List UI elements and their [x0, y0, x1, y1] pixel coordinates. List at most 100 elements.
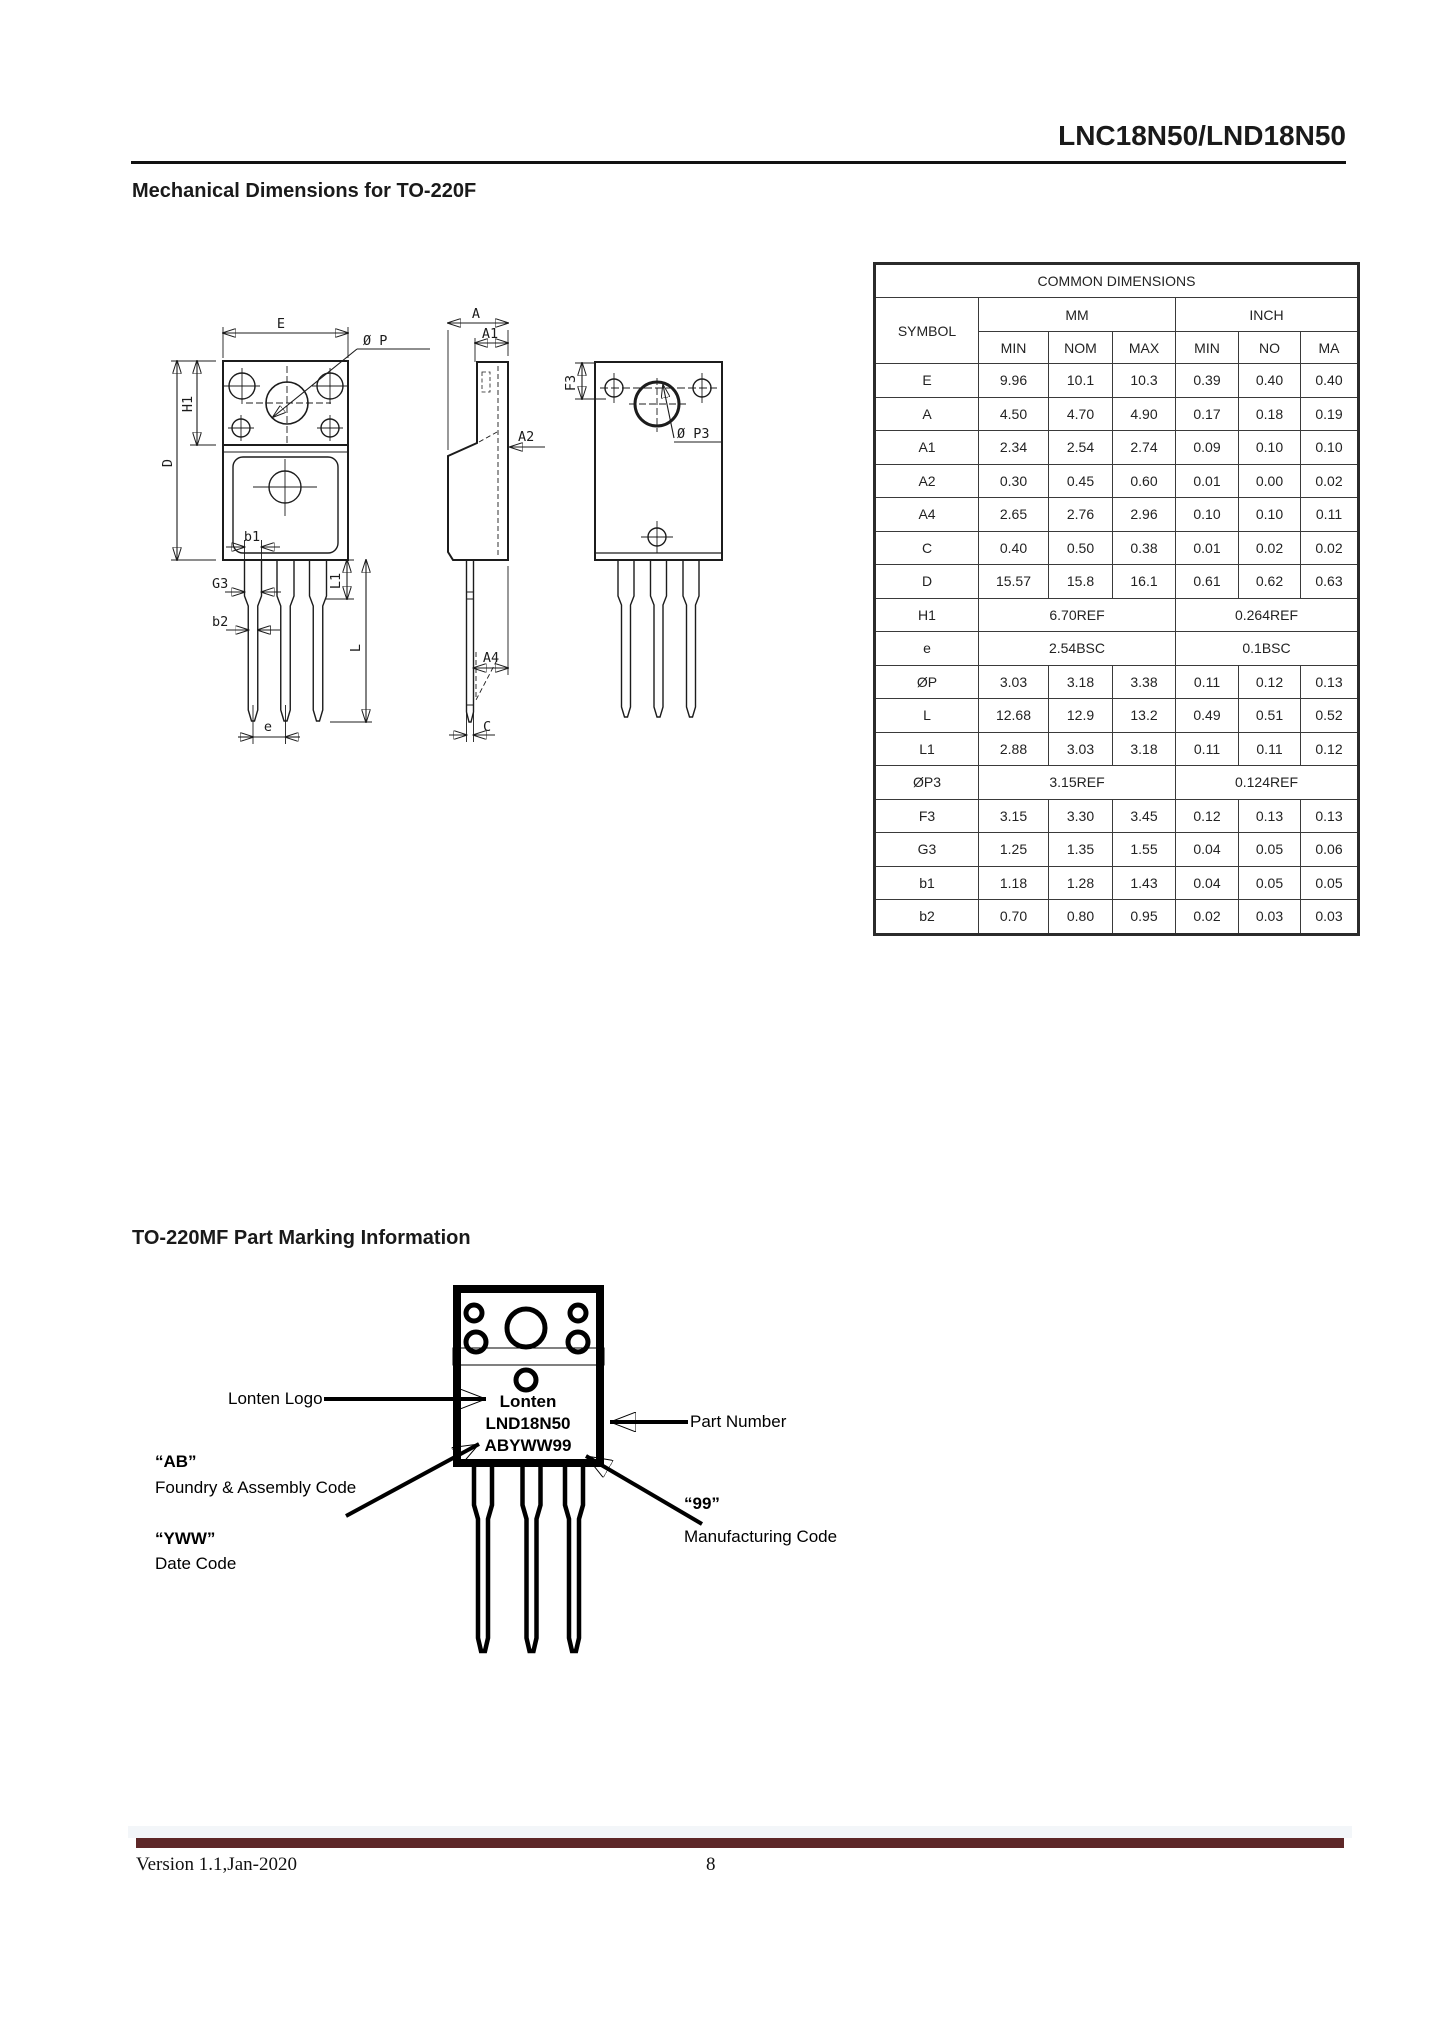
dim-cell: 0.11	[1175, 664, 1239, 699]
dim-cell: 0.02	[1300, 463, 1359, 498]
dim-cell: 0.19	[1300, 396, 1359, 431]
dim-label-diap: Ø P	[363, 333, 387, 349]
dim-cell: A2	[874, 463, 979, 498]
footer-bar	[136, 1838, 1344, 1848]
dimension-table: COMMON DIMENSIONS SYMBOL MM INCH MIN NOM…	[873, 262, 1360, 936]
code99-desc: Manufacturing Code	[684, 1527, 838, 1546]
dim-cell: 0.02	[1175, 899, 1239, 935]
dim-cell: 2.96	[1112, 497, 1176, 532]
dim-label-f3: F3	[563, 375, 579, 391]
dim-cell: 0.45	[1048, 463, 1113, 498]
dim-label-epitch: e	[264, 719, 272, 735]
dim-cell: 0.11	[1238, 731, 1301, 766]
dim-cell: 4.90	[1112, 396, 1176, 431]
dim-cell: 1.18	[978, 865, 1049, 900]
dim-label-l: L	[348, 644, 364, 652]
dim-label-diap3: Ø P3	[677, 426, 710, 442]
table-subheader-row: MIN NOM MAX MIN NO MA	[875, 331, 1359, 364]
col-header-symbol: SYMBOL	[874, 297, 979, 364]
dim-cell: F3	[874, 798, 979, 833]
dim-cell: 13.2	[1112, 698, 1176, 733]
dim-cell: H1	[874, 597, 979, 632]
dim-cell: b1	[874, 865, 979, 900]
side-view: A A1 A2 A4 C	[447, 306, 545, 742]
footer-strip	[128, 1826, 1352, 1838]
dim-cell: 0.95	[1112, 899, 1176, 935]
dim-cell: 0.40	[1238, 363, 1301, 398]
dim-label-a4: A4	[483, 650, 499, 666]
mechanical-drawing: Ø P E H1 D b1 G3	[160, 306, 723, 744]
back-view: Ø P3 F3	[563, 361, 723, 718]
dim-cell: 0.02	[1238, 530, 1301, 565]
dim-cell: 3.15REF	[978, 765, 1176, 800]
dim-cell: 4.50	[978, 396, 1049, 431]
dim-cell: 0.10	[1238, 497, 1301, 532]
page-title: LNC18N50/LND18N50	[1058, 120, 1346, 151]
dim-cell: 0.10	[1175, 497, 1239, 532]
dim-cell: 0.1BSC	[1175, 631, 1359, 666]
dim-cell: 2.74	[1112, 430, 1176, 465]
table-group-row: SYMBOL MM INCH	[874, 297, 1359, 364]
dim-cell: 0.11	[1175, 731, 1239, 766]
dim-cell: 0.05	[1300, 865, 1359, 900]
dim-cell: 1.43	[1112, 865, 1176, 900]
dim-cell: 0.10	[1238, 430, 1301, 465]
dim-cell: 0.01	[1175, 530, 1239, 565]
marking-callout-arrows	[324, 1399, 704, 1526]
dim-cell: 12.9	[1048, 698, 1113, 733]
dim-cell: 3.03	[978, 664, 1049, 699]
dim-cell: 2.34	[978, 430, 1049, 465]
dim-cell: A	[874, 396, 979, 431]
dim-cell: 0.30	[978, 463, 1049, 498]
dim-cell: 9.96	[978, 363, 1049, 398]
package-marking-text: Lonten LND18N50 ABYWW99	[455, 1391, 601, 1457]
dim-cell: 2.54	[1048, 430, 1113, 465]
header-rule	[131, 161, 1346, 164]
footer-page-number: 8	[706, 1854, 716, 1875]
dim-cell: 0.12	[1300, 731, 1359, 766]
dim-cell: 3.03	[1048, 731, 1113, 766]
dim-cell: 2.88	[978, 731, 1049, 766]
dim-cell: 0.05	[1238, 832, 1301, 867]
dim-cell: 1.25	[978, 832, 1049, 867]
dim-label-c: C	[483, 719, 491, 735]
col-header-mm-min: MIN	[978, 331, 1049, 364]
dim-cell: 0.06	[1300, 832, 1359, 867]
dim-cell: 0.50	[1048, 530, 1113, 565]
dim-cell: 0.17	[1175, 396, 1239, 431]
dim-cell: e	[874, 631, 979, 666]
dim-cell: 3.38	[1112, 664, 1176, 699]
dim-cell: 3.15	[978, 798, 1049, 833]
dim-cell: 0.61	[1175, 564, 1239, 599]
logo-label: Lonten Logo	[228, 1389, 323, 1408]
dim-cell: 0.40	[978, 530, 1049, 565]
col-header-inch-min: MIN	[1175, 331, 1239, 364]
dim-label-b1: b1	[244, 529, 260, 545]
dim-label-l1: L1	[328, 573, 344, 589]
part-number-label: Part Number	[690, 1412, 787, 1431]
dim-cell: 1.35	[1048, 832, 1113, 867]
dim-cell: L	[874, 698, 979, 733]
col-group-mm: MM	[978, 297, 1176, 332]
dim-cell: 0.60	[1112, 463, 1176, 498]
dim-cell: ØP3	[874, 765, 979, 800]
col-header-inch-ma: MA	[1300, 331, 1359, 364]
marking-line-logo: Lonten	[499, 1392, 557, 1411]
dim-label-e: E	[277, 316, 285, 332]
dim-cell: E	[874, 363, 979, 398]
dim-cell: 0.00	[1238, 463, 1301, 498]
dim-cell: 0.62	[1238, 564, 1301, 599]
dim-cell: 0.49	[1175, 698, 1239, 733]
dim-cell: 0.80	[1048, 899, 1113, 935]
dim-cell: 0.63	[1300, 564, 1359, 599]
col-header-mm-max: MAX	[1112, 331, 1176, 364]
dim-label-a2: A2	[518, 429, 534, 445]
